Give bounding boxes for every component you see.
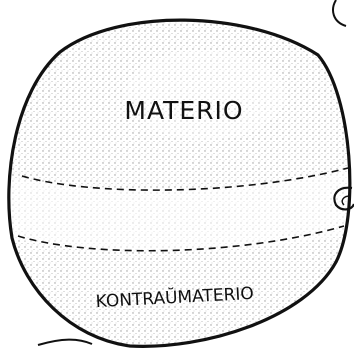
matter-label: MATERIO: [124, 96, 243, 125]
highlight: [125, 50, 285, 140]
sketch-mark-top-right: [333, 0, 346, 26]
sketch-mark-bottom-left: [38, 340, 92, 345]
